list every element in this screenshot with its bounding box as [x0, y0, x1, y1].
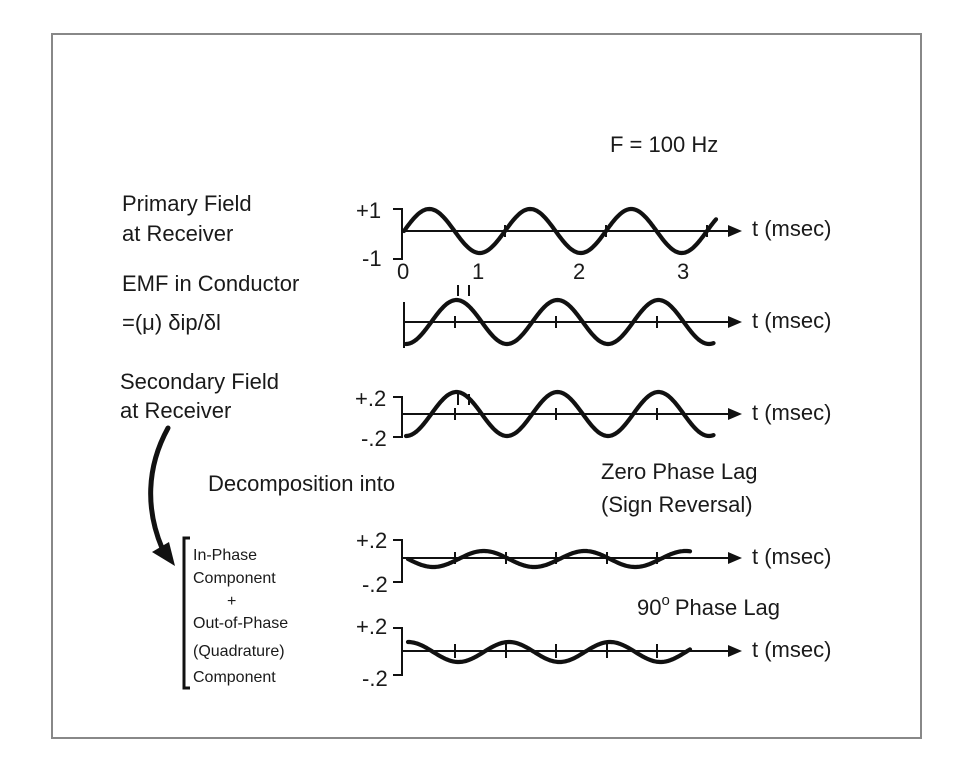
- bracket-in-phase: In-Phase: [193, 547, 257, 564]
- secondary-tick-marks: [454, 408, 658, 420]
- emf-title-line1: EMF in Conductor: [122, 271, 299, 296]
- emf-wave: [403, 297, 716, 347]
- emf-title-line2: =(μ) δip/δl: [122, 310, 221, 335]
- degree-symbol: o: [661, 592, 669, 609]
- quadrature-tick-marks: [454, 644, 658, 658]
- primary-x-tick-2: 2: [573, 259, 585, 284]
- secondary-axis-arrowhead: [728, 408, 742, 420]
- bracket-plus: +: [227, 593, 236, 610]
- in-phase-y-bottom: -.2: [362, 572, 388, 597]
- curved-pointer-arrow: [148, 425, 171, 551]
- secondary-y-bottom: -.2: [361, 426, 387, 451]
- ninety-value: 90: [637, 595, 661, 620]
- secondary-axis-label: t (msec): [752, 400, 831, 425]
- in-phase-axis-arrowhead: [728, 552, 742, 564]
- primary-y-bottom: -1: [362, 246, 382, 271]
- primary-x-tick-1: 1: [472, 259, 484, 284]
- ninety-suffix: Phase Lag: [675, 595, 780, 620]
- quadrature-y-top: +.2: [356, 614, 387, 639]
- in-phase-wave: [405, 548, 693, 570]
- figure-frame: [51, 33, 922, 739]
- primary-axis-label: t (msec): [752, 216, 831, 241]
- emf-tick-marks: [454, 316, 658, 328]
- in-phase-axis-label: t (msec): [752, 544, 831, 569]
- secondary-title-line1: Secondary Field: [120, 369, 279, 394]
- frequency-label: F = 100 Hz: [610, 132, 718, 157]
- emf-axis-arrowhead: [728, 316, 742, 328]
- primary-field-wave: [401, 206, 719, 256]
- bracket-component-2: Component: [193, 669, 276, 686]
- components-bracket: [182, 536, 190, 690]
- primary-y-bracket: [393, 208, 403, 260]
- secondary-y-top: +.2: [355, 386, 386, 411]
- primary-x-tick-3: 3: [677, 259, 689, 284]
- in-phase-y-top: +.2: [356, 528, 387, 553]
- quadrature-axis-arrowhead: [728, 645, 742, 657]
- bracket-component-1: Component: [193, 570, 276, 587]
- bracket-out-of-phase: Out-of-Phase: [193, 615, 288, 632]
- quadrature-y-bracket: [393, 627, 403, 676]
- zero-phase-line2: (Sign Reversal): [601, 492, 753, 517]
- primary-x-tick-0: 0: [397, 259, 409, 284]
- primary-axis-arrowhead: [728, 225, 742, 237]
- curved-arrow-head: [152, 542, 175, 566]
- primary-title-line2: at Receiver: [122, 221, 233, 246]
- bracket-quadrature: (Quadrature): [193, 643, 285, 660]
- primary-title-line1: Primary Field: [122, 191, 252, 216]
- quadrature-axis-label: t (msec): [752, 637, 831, 662]
- secondary-y-bracket: [393, 396, 403, 438]
- secondary-title-line2: at Receiver: [120, 398, 231, 423]
- emf-phase-markers: [457, 285, 470, 296]
- zero-phase-line1: Zero Phase Lag: [601, 459, 758, 484]
- decomposition-label: Decomposition into: [208, 471, 395, 496]
- emf-axis-label: t (msec): [752, 308, 831, 333]
- quadrature-wave: [405, 639, 693, 665]
- primary-y-top: +1: [356, 198, 381, 223]
- ninety-phase-label: 90o Phase Lag: [637, 592, 780, 620]
- secondary-field-wave: [403, 389, 716, 439]
- in-phase-y-bracket: [393, 539, 403, 583]
- quadrature-y-bottom: -.2: [362, 666, 388, 691]
